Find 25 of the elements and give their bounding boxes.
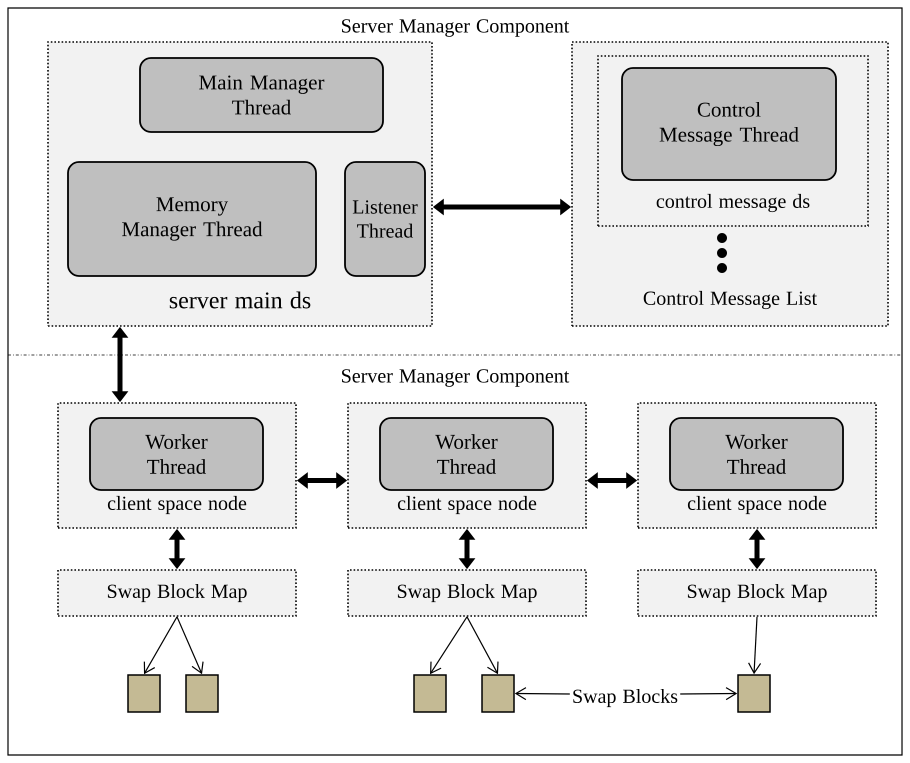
thread-box: Listener Thread (344, 161, 426, 277)
arrow (680, 687, 738, 700)
arrow (144, 616, 178, 674)
swap-block (413, 674, 447, 713)
section-title: Server Manager Component (342, 19, 570, 37)
arrow (466, 616, 499, 674)
arrow (430, 616, 468, 674)
thread-box: Memory Manager Thread (67, 161, 317, 277)
swap-block (737, 674, 771, 713)
swap-block (127, 674, 161, 713)
thread-box: Worker Thread (669, 417, 844, 491)
section-title: Server Manager Component (342, 369, 570, 387)
swap-block (481, 674, 515, 713)
swap-block (185, 674, 219, 713)
thread-box: Control Message Thread (621, 67, 837, 181)
arrow (748, 616, 762, 674)
thread-box: Worker Thread (379, 417, 554, 491)
thread-box: Main Manager Thread (139, 57, 384, 133)
arrow (514, 687, 570, 700)
arrow (176, 616, 204, 674)
block-label: Swap Blocks (573, 688, 678, 708)
map-box: Swap Block Map (347, 569, 587, 617)
map-box: Swap Block Map (637, 569, 877, 617)
thread-box: Worker Thread (89, 417, 264, 491)
map-box: Swap Block Map (57, 569, 297, 617)
